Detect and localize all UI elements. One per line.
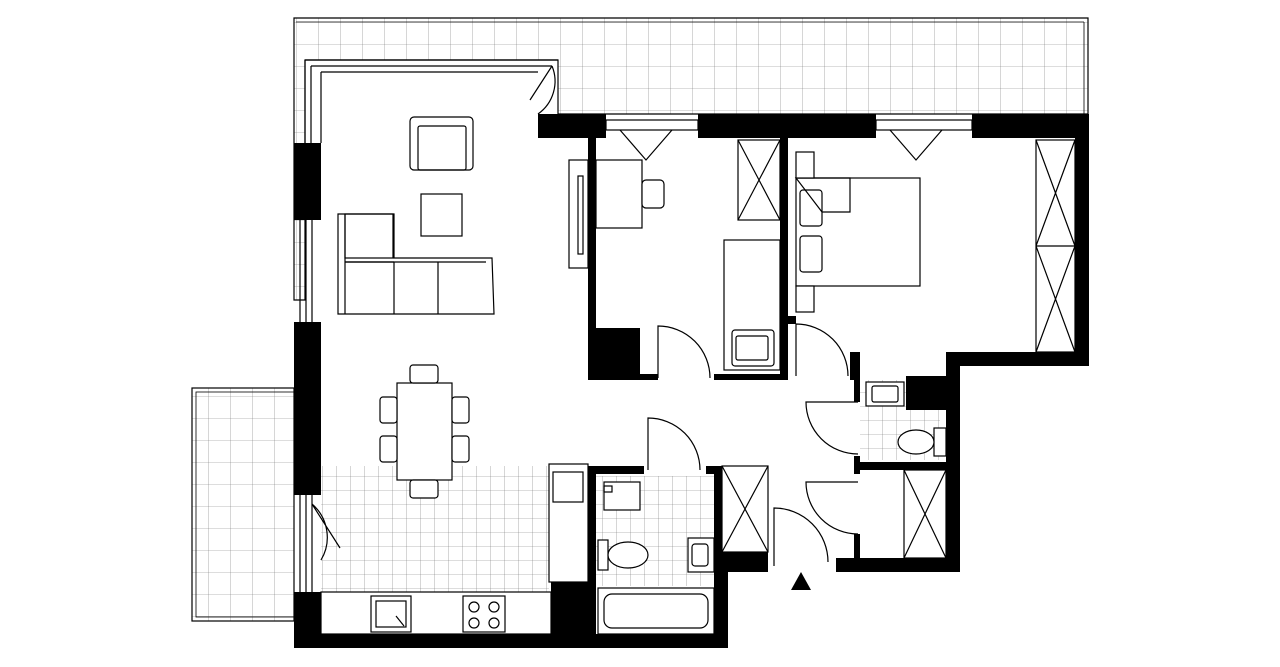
desk: [595, 159, 665, 229]
single-bed: [723, 239, 781, 371]
dining-table: [379, 364, 470, 499]
bathtub: [597, 587, 715, 635]
walls: [294, 114, 1089, 648]
coffee-table: [420, 193, 463, 237]
kitchen-sink: [370, 595, 412, 633]
bath-washbasin: [687, 537, 715, 573]
armchair: [409, 116, 474, 171]
hall-wardrobe: [721, 465, 769, 553]
doors: [311, 65, 943, 566]
tv-unit: [568, 159, 589, 269]
wc-toilet: [897, 427, 947, 457]
cooktop: [462, 595, 506, 633]
windows: [299, 59, 973, 592]
kitchen-counter: [320, 463, 589, 635]
storage-closet: [903, 469, 947, 559]
washing-machine: [603, 481, 641, 511]
bath-toilet: [597, 539, 649, 571]
wc-washbasin: [865, 381, 905, 407]
sofa: [337, 213, 495, 315]
wardrobe-small-bedroom: [737, 139, 781, 221]
entrance-arrow-icon: [791, 572, 811, 590]
balcony-west: [191, 387, 295, 622]
wardrobe-master: [1035, 139, 1076, 353]
double-bed: [794, 151, 921, 313]
